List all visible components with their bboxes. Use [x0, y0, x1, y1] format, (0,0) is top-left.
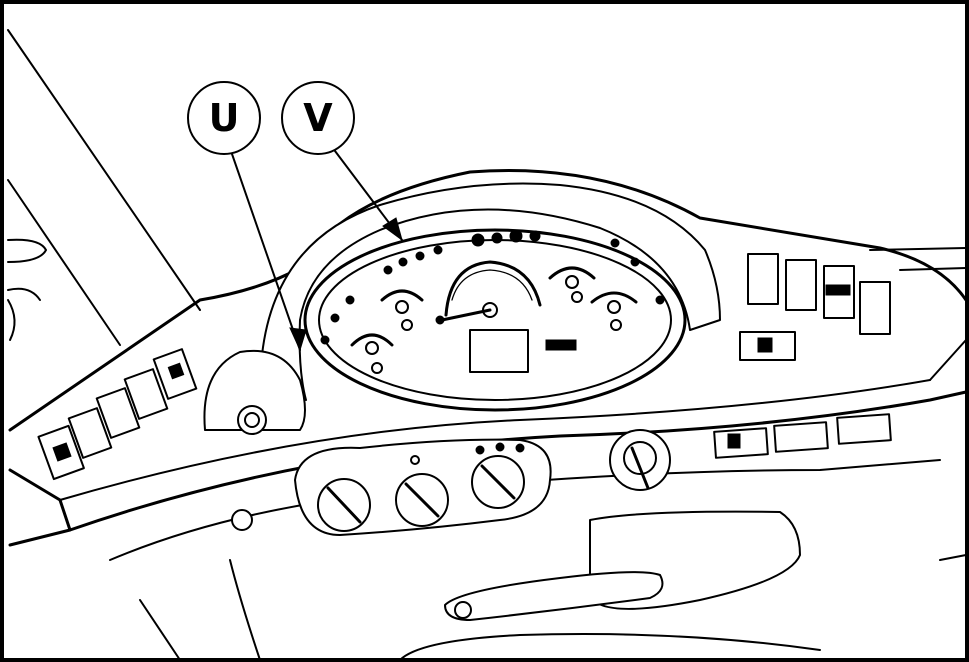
gauge-left-upper — [380, 289, 424, 331]
control-lever-icon — [399, 510, 821, 661]
callout-u: U — [187, 81, 307, 352]
warning-lamp-icons — [320, 229, 665, 345]
left-switch-bank — [37, 348, 198, 481]
ignition-switch-icon — [609, 429, 671, 491]
tachometer — [435, 260, 542, 325]
callout-v: V — [281, 81, 403, 242]
climate-control-knobs — [231, 438, 552, 536]
gauge-right-lower — [590, 291, 638, 331]
gauge-left-lower — [350, 333, 394, 374]
lower-right-switches — [713, 413, 892, 459]
steering-column-icon — [203, 349, 306, 435]
gauge-right-upper — [548, 266, 596, 303]
instrument-cluster — [261, 182, 721, 412]
rocker-switch-icons — [739, 253, 891, 361]
brand-badge — [545, 339, 577, 351]
dashboard-shroud — [8, 169, 968, 661]
callout-v-label: V — [303, 96, 333, 140]
callout-u-label: U — [209, 96, 240, 140]
lcd-display — [469, 329, 529, 373]
